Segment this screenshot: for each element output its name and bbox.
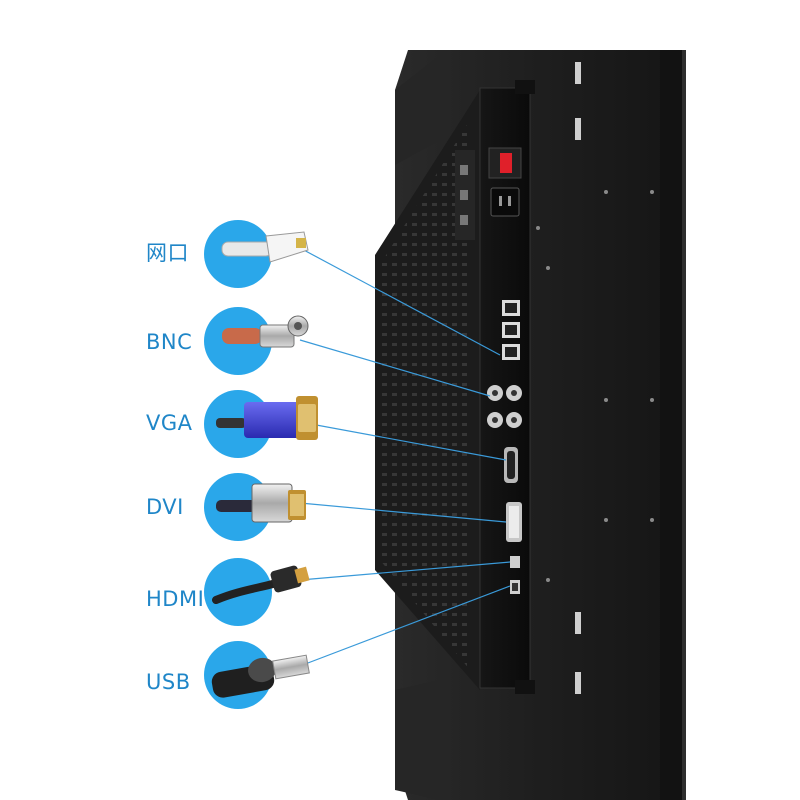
bubble-usb	[204, 641, 272, 709]
port-label-vga: VGA	[146, 411, 193, 435]
leader-line-bnc	[299, 339, 491, 397]
vent-panel	[375, 90, 480, 690]
leader-line-lan	[299, 247, 501, 356]
bnc-ports	[487, 385, 522, 428]
hdmi-port	[510, 556, 520, 568]
port-label-lan: 网口	[146, 241, 189, 265]
leader-line-hdmi	[299, 561, 511, 581]
io-plate	[479, 80, 540, 694]
leader-line-usb	[299, 585, 511, 667]
port-label-hdmi: HDMI	[146, 587, 205, 611]
dvi-port	[506, 502, 522, 542]
port-label-usb: USB	[146, 670, 191, 694]
bubble-bnc	[204, 307, 272, 375]
bubble-hdmi	[204, 558, 272, 626]
vga-port	[504, 447, 518, 483]
leader-line-vga	[299, 421, 507, 461]
power-switch-icon	[500, 153, 512, 173]
leader-lines	[299, 247, 511, 667]
port-label-dvi: DVI	[146, 495, 184, 519]
bubble-lan	[204, 220, 272, 288]
bubble-vga	[204, 390, 272, 458]
leader-line-dvi	[299, 502, 507, 523]
port-label-bnc: BNC	[146, 330, 193, 354]
bubble-dvi	[204, 473, 272, 541]
lan-ports	[502, 300, 520, 360]
